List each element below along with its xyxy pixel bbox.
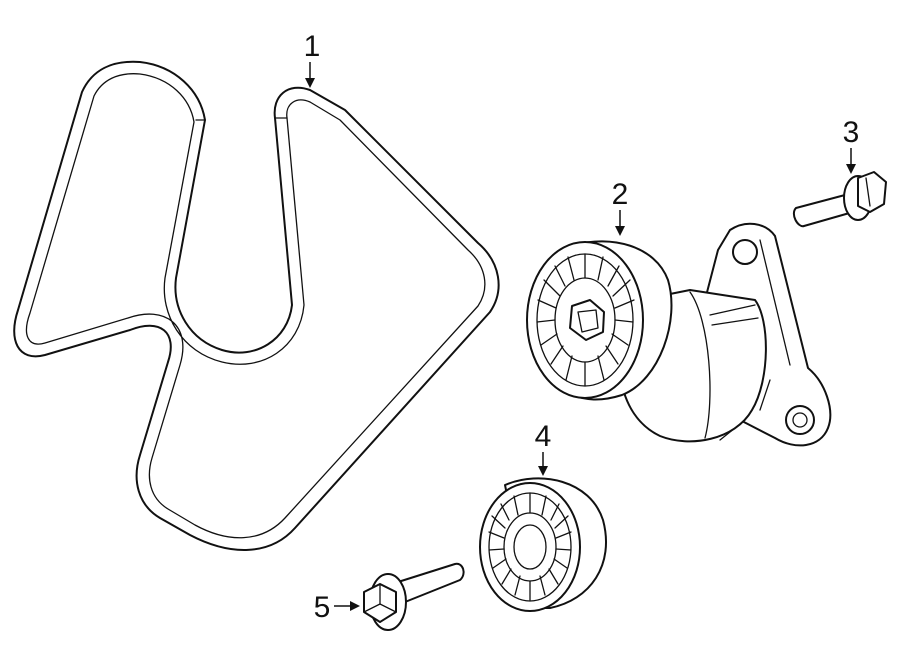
- idler-pulley[interactable]: [479, 477, 608, 612]
- callout-number-3: 3: [843, 116, 860, 149]
- serpentine-belt[interactable]: [13, 60, 500, 551]
- tensioner-bolt[interactable]: [792, 171, 887, 228]
- callout-4: 4: [535, 420, 552, 476]
- callout-3: 3: [843, 116, 860, 174]
- callout-2: 2: [612, 178, 629, 236]
- callout-number-4: 4: [535, 420, 552, 453]
- idler-bolt[interactable]: [363, 562, 465, 631]
- callout-5: 5: [314, 591, 360, 624]
- belt-tensioner[interactable]: [526, 222, 832, 447]
- callout-number-1: 1: [304, 30, 321, 63]
- callout-1: 1: [304, 30, 321, 88]
- callout-number-5: 5: [314, 591, 331, 624]
- tensioner-pulley-fins: [536, 253, 635, 387]
- callout-number-2: 2: [612, 178, 629, 211]
- idler-pulley-fins: [488, 492, 572, 601]
